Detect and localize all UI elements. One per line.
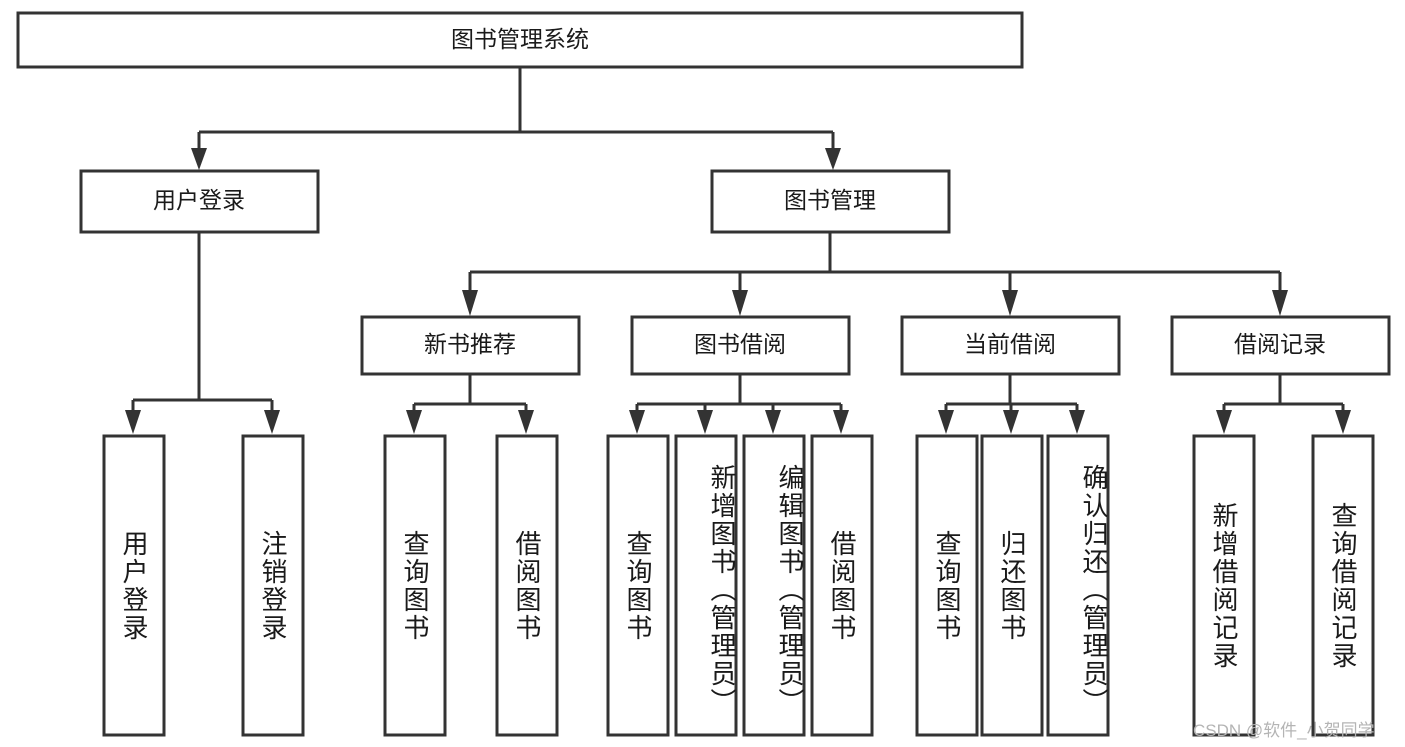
watermark: CSDN @软件_小贺同学 — [1193, 721, 1375, 740]
leaf-box-query-book-1[interactable] — [383, 434, 447, 737]
connector-borrow-record-to-leaves — [1216, 374, 1351, 434]
leaf-box-return-book[interactable] — [980, 434, 1044, 737]
arrow-head-icon — [1216, 410, 1232, 434]
node-book-management-label: 图书管理 — [784, 187, 876, 213]
node-book-borrow[interactable]: 图书借阅 — [630, 315, 851, 376]
leaf-box-borrow-book-1[interactable] — [495, 434, 559, 737]
node-current-borrow[interactable]: 当前借阅 — [900, 315, 1121, 376]
node-root[interactable]: 图书管理系统 — [16, 11, 1024, 69]
arrow-head-icon — [462, 290, 478, 316]
leaf-box-query-book-2[interactable] — [606, 434, 670, 737]
node-new-book-recommend-box[interactable] — [360, 315, 581, 376]
leaf-box-logout-login[interactable] — [241, 434, 305, 737]
arrow-head-icon — [629, 410, 645, 434]
arrow-head-icon — [938, 410, 954, 434]
arrow-head-icon — [191, 148, 207, 170]
node-user-login[interactable]: 用户登录 — [79, 169, 320, 234]
leaf-box-edit-book[interactable] — [742, 434, 806, 737]
arrow-head-icon — [1003, 410, 1019, 434]
node-book-borrow-label: 图书借阅 — [694, 331, 786, 357]
leaf-box-user-login[interactable] — [102, 434, 166, 737]
node-new-book-recommend-label: 新书推荐 — [424, 331, 516, 357]
arrow-head-icon — [833, 410, 849, 434]
node-book-management[interactable]: 图书管理 — [710, 169, 951, 234]
connector-current-borrow-to-leaves — [938, 374, 1085, 434]
arrow-head-icon — [1002, 290, 1018, 316]
arrow-head-icon — [765, 410, 781, 434]
leaf-box-add-book[interactable] — [674, 434, 738, 737]
connector-root-to-level2 — [191, 67, 841, 170]
arrow-head-icon — [1335, 410, 1351, 434]
arrow-head-icon — [125, 410, 141, 434]
node-current-borrow-label: 当前借阅 — [964, 331, 1056, 357]
node-borrow-record-label: 借阅记录 — [1234, 331, 1326, 357]
node-current-borrow-box[interactable] — [900, 315, 1121, 376]
node-new-book-recommend[interactable]: 新书推荐 — [360, 315, 581, 376]
node-root-label: 图书管理系统 — [451, 26, 589, 52]
node-root-box[interactable] — [16, 11, 1024, 69]
arrow-head-icon — [406, 410, 422, 434]
arrow-head-icon — [264, 410, 280, 434]
leaf-box-query-record[interactable] — [1311, 434, 1375, 737]
leaf-box-borrow-book-2[interactable] — [810, 434, 874, 737]
node-user-login-box[interactable] — [79, 169, 320, 234]
arrow-head-icon — [825, 148, 841, 170]
node-borrow-record[interactable]: 借阅记录 — [1170, 315, 1391, 376]
leaf-box-query-book-3[interactable] — [915, 434, 979, 737]
connector-book-borrow-to-leaves — [629, 374, 849, 434]
arrow-head-icon — [1069, 410, 1085, 434]
arrow-head-icon — [732, 290, 748, 316]
arrow-head-icon — [518, 410, 534, 434]
node-user-login-label: 用户登录 — [153, 187, 245, 213]
arrow-head-icon — [1272, 290, 1288, 316]
connector-book-management-to-level3 — [462, 232, 1288, 316]
connector-user-login-to-leaves — [125, 232, 280, 434]
arrow-head-icon — [697, 410, 713, 434]
leaf-box-add-record[interactable] — [1192, 434, 1256, 737]
connector-new-book-recommend-to-leaves — [406, 374, 534, 434]
leaf-box-confirm-return[interactable] — [1046, 434, 1110, 737]
